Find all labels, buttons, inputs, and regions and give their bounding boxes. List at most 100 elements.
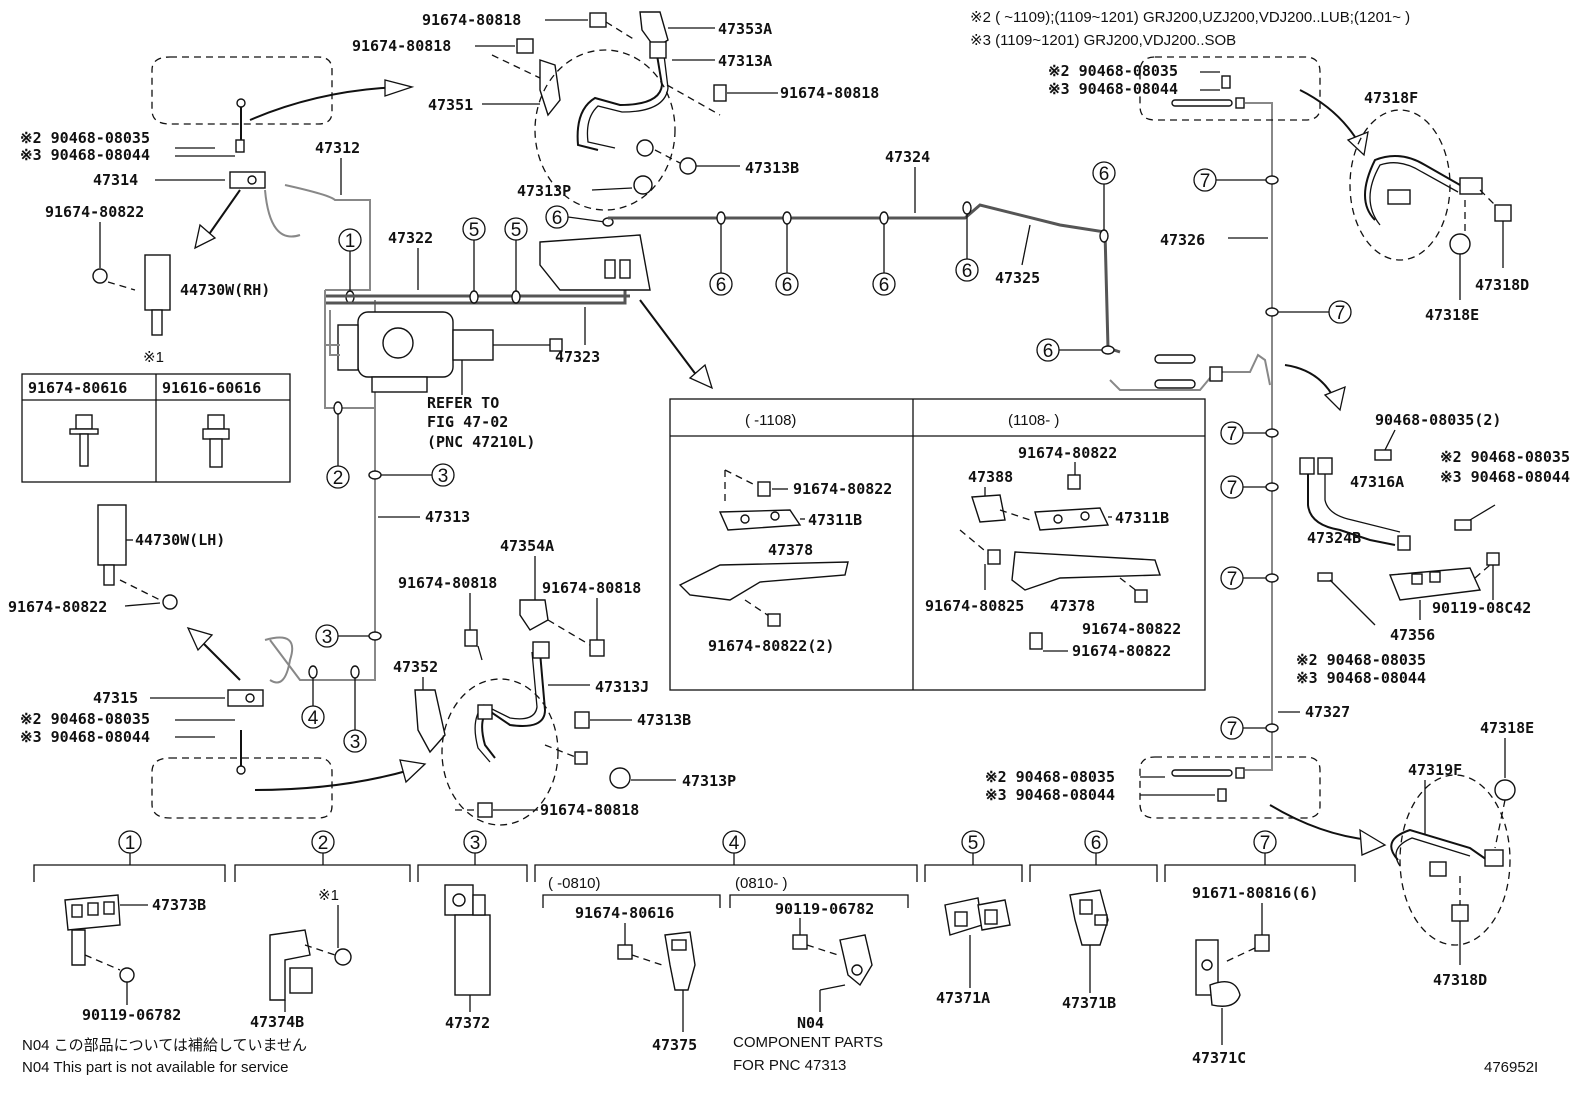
clamp-47371a (944, 897, 1011, 936)
label-47375: 47375 (652, 1036, 697, 1054)
label-44730w-rh: 44730W(RH) (180, 281, 270, 299)
label-47315: 47315 (93, 689, 138, 707)
circle-marker-7-b: 7 (1265, 300, 1352, 324)
svg-text:3: 3 (438, 466, 449, 487)
circle-marker-2: 2 (326, 401, 350, 489)
component-parts-line1: COMPONENT PARTS (733, 1034, 883, 1051)
circle-marker-7-e: 7 (1220, 566, 1279, 590)
inset-r-bracket-47378 (1011, 551, 1161, 591)
inset-right-header: (1108- ) (1008, 412, 1059, 429)
circle-marker-5-b: 5 (504, 217, 528, 304)
group-header-5: 5 (924, 830, 1023, 882)
inset-r-47388: 47388 (968, 468, 1013, 486)
label-s2-90468-08035-br: ※2 90468-08035 (985, 768, 1115, 786)
svg-text:7: 7 (1200, 171, 1211, 192)
svg-text:6: 6 (1091, 833, 1102, 854)
brake-actuator (337, 311, 563, 393)
label-91674-80818-f: 91674-80818 (540, 801, 639, 819)
svg-text:7: 7 (1260, 833, 1271, 854)
refer-line1: REFER TO (427, 394, 499, 412)
label-47318d-top: 47318D (1475, 276, 1529, 294)
svg-text:5: 5 (968, 833, 979, 854)
arrow-up-left (199, 639, 241, 681)
svg-text:6: 6 (962, 261, 973, 282)
label-47324b: 47324B (1307, 529, 1361, 547)
circle-marker-7-c: 7 (1220, 421, 1279, 445)
group-header-2: 2 (234, 830, 411, 882)
inset-r-47311b: 47311B (1115, 509, 1169, 527)
label-s3-90468-08044-ml: ※3 90468-08044 (20, 728, 150, 746)
label-47312: 47312 (315, 139, 360, 157)
circle-marker-3-c: 3 (343, 665, 367, 753)
refer-line2: FIG 47-02 (427, 413, 508, 431)
label-90119-08c42: 90119-08C42 (1432, 599, 1531, 617)
note-2: ※2 ( ~1109);(1109~1201) GRJ200,UZJ200,VD… (970, 9, 1410, 26)
label-47318f: 47318F (1364, 89, 1418, 107)
label-47327: 47327 (1305, 703, 1350, 721)
clamp-47373b (64, 894, 121, 966)
inset-r-91674-80825: 91674-80825 (925, 597, 1024, 615)
label-s2-90468-08035-ml: ※2 90468-08035 (20, 710, 150, 728)
label-47351: 47351 (428, 96, 473, 114)
svg-text:6: 6 (1099, 164, 1110, 185)
circle-marker-7-d: 7 (1220, 475, 1279, 499)
clamp-n04 (839, 934, 873, 987)
label-47371c: 47371C (1192, 1049, 1246, 1067)
label-91674-80818-e: 91674-80818 (542, 579, 641, 597)
svg-text:7: 7 (1335, 303, 1346, 324)
svg-text:7: 7 (1227, 478, 1238, 499)
circle-marker-4: 4 (301, 665, 325, 729)
label-47313: 47313 (425, 508, 470, 526)
label-47356: 47356 (1390, 626, 1435, 644)
label-47313b-bot: 47313B (637, 711, 691, 729)
inset-r-91674-80822-c: 91674-80822 (1072, 642, 1171, 660)
hose-detail-ellipse-bottom (1399, 774, 1511, 946)
label-s2-90468-08035-rm: ※2 90468-08035 (1296, 651, 1426, 669)
label-91674-80822-a: 91674-80822 (45, 203, 144, 221)
label-91674-80818-a: 91674-80818 (422, 11, 521, 29)
label-s3-90468-08044-tl: ※3 90468-08044 (20, 146, 150, 164)
svg-text:6: 6 (552, 208, 563, 229)
inset-r-bracket-47311b (1034, 507, 1110, 531)
label-91674-80818-b: 91674-80818 (352, 37, 451, 55)
svg-text:1: 1 (345, 231, 356, 252)
label-47374b: 47374B (250, 1013, 304, 1031)
svg-text:3: 3 (322, 627, 333, 648)
label-47371b: 47371B (1062, 994, 1116, 1012)
mark1-col1: 91674-80616 (28, 379, 127, 397)
circle-marker-3-b: 3 (315, 624, 382, 648)
group-header-7: 7 (1164, 830, 1356, 882)
label-91674-80822-b: 91674-80822 (8, 598, 107, 616)
flange-bolt-2-icon (202, 414, 230, 468)
inset-l-bracket-47311b (718, 509, 802, 531)
circle-marker-3-a: 3 (368, 463, 455, 487)
inset-r-bracket-47388 (971, 494, 1006, 523)
mark1-col2: 91616-60616 (162, 379, 261, 397)
label-47373b: 47373B (152, 896, 206, 914)
label-47324: 47324 (885, 148, 930, 166)
svg-text:4: 4 (308, 708, 319, 729)
circle-marker-6-f: 6 (1092, 161, 1116, 243)
valve-44730w-rh (144, 254, 171, 311)
label-47372: 47372 (445, 1014, 490, 1032)
inset-left-header: ( -1108) (745, 412, 796, 429)
clamp-47371b (1069, 889, 1109, 946)
circle-marker-5-a: 5 (462, 217, 486, 304)
label-47318d-bot: 47318D (1433, 971, 1487, 989)
bracket-47356 (1389, 567, 1482, 601)
g4-right-header: (0810- ) (735, 875, 788, 892)
hose-detail-ellipse-top (1349, 109, 1451, 261)
inset-l-91674-80822-a: 91674-80822 (793, 480, 892, 498)
label-47313j: 47313J (595, 678, 649, 696)
label-47323: 47323 (555, 348, 600, 366)
valve-44730w-lh (97, 504, 127, 566)
label-47313p-top: 47313P (517, 182, 571, 200)
label-47352: 47352 (393, 658, 438, 676)
clamp-47372 (444, 884, 491, 996)
group-header-6: 6 (1029, 830, 1158, 882)
inset-r-91674-80822-a: 91674-80822 (1018, 444, 1117, 462)
figure-id: 476952I (1484, 1059, 1538, 1076)
inset-r-91674-80822-b: 91674-80822 (1082, 620, 1181, 638)
label-47318e-top: 47318E (1425, 306, 1479, 324)
label-47354a: 47354A (500, 537, 554, 555)
